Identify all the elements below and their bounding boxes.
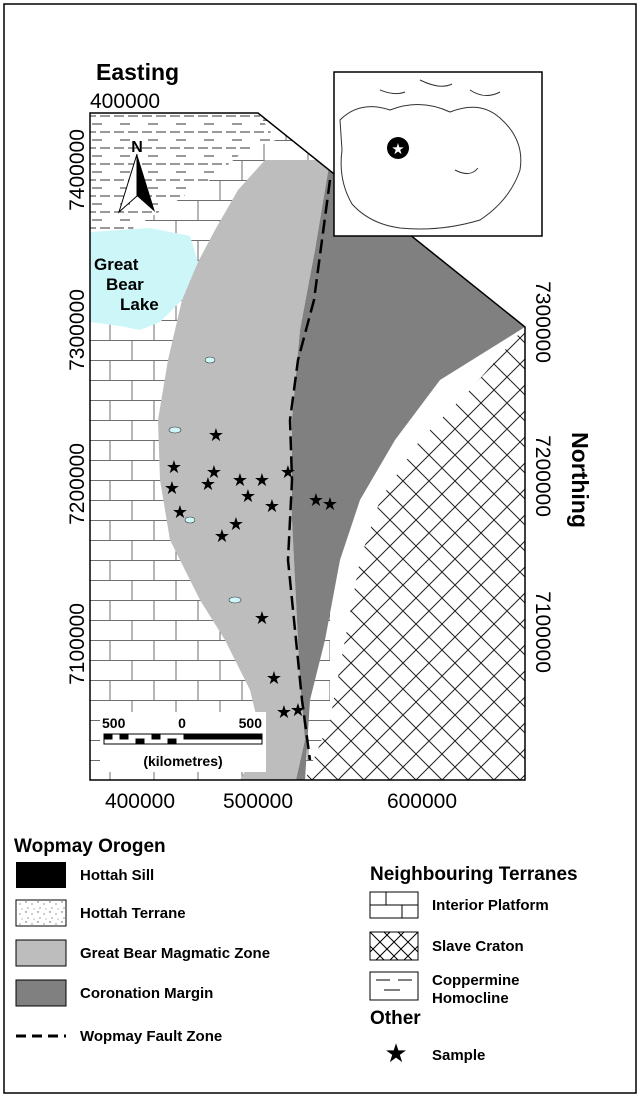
legend-neighbour-title: Neighbouring Terranes: [370, 864, 578, 885]
legend-item-wopmay-fault-zone: Wopmay Fault Zone: [16, 1028, 222, 1045]
svg-text:★: ★: [166, 457, 182, 477]
svg-text:★: ★: [290, 700, 306, 720]
coronation-margin-area: [292, 160, 525, 780]
lake-label-line-3: Lake: [120, 295, 159, 314]
svg-text:★: ★: [232, 470, 248, 490]
legend-other-title: Other: [370, 1008, 421, 1029]
scale-unit: (kilometres): [143, 753, 222, 769]
legend-item-interior-platform: Interior Platform: [369, 891, 549, 919]
svg-text:★: ★: [172, 502, 188, 522]
map-body: [90, 113, 525, 780]
legend-item-slave-craton: Slave Craton: [369, 931, 524, 961]
hottah-sill-bodies: [168, 356, 242, 604]
legend-label-wopmay-fault-zone: Wopmay Fault Zone: [80, 1028, 222, 1045]
legend-item-coronation-margin: Coronation Margin: [15, 979, 213, 1007]
lake-label-line-2: Bear: [106, 275, 144, 294]
svg-text:★: ★: [254, 470, 270, 490]
svg-text:★: ★: [240, 486, 256, 506]
great-bear-magmatic-zone-area: [158, 160, 330, 780]
svg-text:★: ★: [264, 496, 280, 516]
legend-label-sample: Sample: [432, 1047, 485, 1064]
legend-label-slave-craton: Slave Craton: [432, 938, 524, 955]
northing-left-ticks: 7400000 7300000 7200000 7100000: [66, 129, 89, 685]
star-icon: ★: [384, 1038, 407, 1068]
legend-label-great-bear-zone: Great Bear Magmatic Zone: [80, 945, 270, 962]
northing-right-tick-7100000: 7100000: [531, 591, 554, 673]
legend-item-great-bear-zone: Great Bear Magmatic Zone: [15, 939, 270, 967]
svg-text:★: ★: [280, 462, 296, 482]
map-outline: [89, 112, 526, 781]
scale-bar: 500 0 500 (kilometres): [100, 712, 266, 772]
scale-label-zero: 0: [178, 715, 186, 731]
easting-label: Easting: [96, 59, 179, 85]
legend-label-coppermine: Coppermine: [432, 972, 520, 989]
legend-label-hottah-sill: Hottah Sill: [80, 867, 154, 884]
easting-tick-400000: 400000: [105, 790, 175, 813]
northing-left-tick-7100000: 7100000: [66, 603, 89, 685]
svg-text:★: ★: [164, 478, 180, 498]
lake-area: [90, 228, 198, 330]
inset-location-marker: [387, 137, 409, 159]
svg-text:★: ★: [200, 474, 216, 494]
northing-left-tick-7300000: 7300000: [66, 289, 89, 371]
legend-label-coronation-margin: Coronation Margin: [80, 985, 213, 1002]
north-arrow-letter: N: [131, 139, 143, 156]
northing-right-ticks: 7300000 7200000 7100000: [531, 281, 554, 673]
coppermine-homocline-area: [90, 113, 276, 230]
legend-item-coppermine-homocline: Coppermine Homocline: [369, 971, 524, 1007]
svg-text:★: ★: [214, 526, 230, 546]
northing-left-tick-7200000: 7200000: [66, 443, 89, 525]
easting-tick-500000: 500000: [223, 790, 293, 813]
easting-tick-600000: 600000: [387, 790, 457, 813]
svg-text:★: ★: [322, 494, 338, 514]
lake-label: Great Bear Lake: [94, 255, 159, 314]
scale-label-left: 500: [102, 715, 126, 731]
svg-text:★: ★: [208, 425, 224, 445]
svg-text:★: ★: [254, 608, 270, 628]
svg-text:★: ★: [276, 702, 292, 722]
legend-label-hottah-terrane: Hottah Terrane: [80, 905, 186, 922]
svg-text:★: ★: [391, 141, 404, 158]
northing-left-tick-7400000: 7400000: [66, 129, 89, 211]
scale-label-right: 500: [239, 715, 263, 731]
svg-text:★: ★: [228, 514, 244, 534]
north-arrow-icon: N: [117, 139, 155, 214]
legend-label-interior-platform: Interior Platform: [432, 897, 549, 914]
legend-item-hottah-terrane: Hottah Terrane: [15, 899, 186, 927]
legend-label-coppermine-homocline: Coppermine Homocline: [432, 972, 524, 1007]
legend-item-sample: ★ Sample: [384, 1038, 485, 1068]
svg-text:★: ★: [206, 462, 222, 482]
legend: Wopmay Orogen Hottah Sill Hottah Terrane…: [14, 836, 578, 1068]
legend-wopmay-title: Wopmay Orogen: [14, 836, 166, 857]
slave-craton-area: [305, 327, 525, 780]
sample-stars: ★ ★ ★ ★ ★ ★ ★ ★ ★ ★ ★ ★ ★ ★ ★ ★ ★ ★ ★: [164, 425, 338, 722]
lake-label-line-1: Great: [94, 255, 139, 274]
northing-label: Northing: [567, 432, 593, 528]
northing-right-tick-7300000: 7300000: [531, 281, 554, 363]
figure-border: [3, 3, 637, 1094]
legend-item-hottah-sill: Hottah Sill: [16, 862, 154, 888]
legend-label-homocline: Homocline: [432, 990, 509, 1007]
inset-map: ★: [333, 71, 543, 237]
svg-text:★: ★: [308, 490, 324, 510]
easting-bottom-ticks: 400000 500000 600000: [105, 790, 457, 813]
svg-text:★: ★: [266, 668, 282, 688]
northing-right-tick-7200000: 7200000: [531, 435, 554, 517]
easting-top-tick: 400000: [90, 90, 160, 113]
wopmay-fault-line: [286, 179, 332, 761]
